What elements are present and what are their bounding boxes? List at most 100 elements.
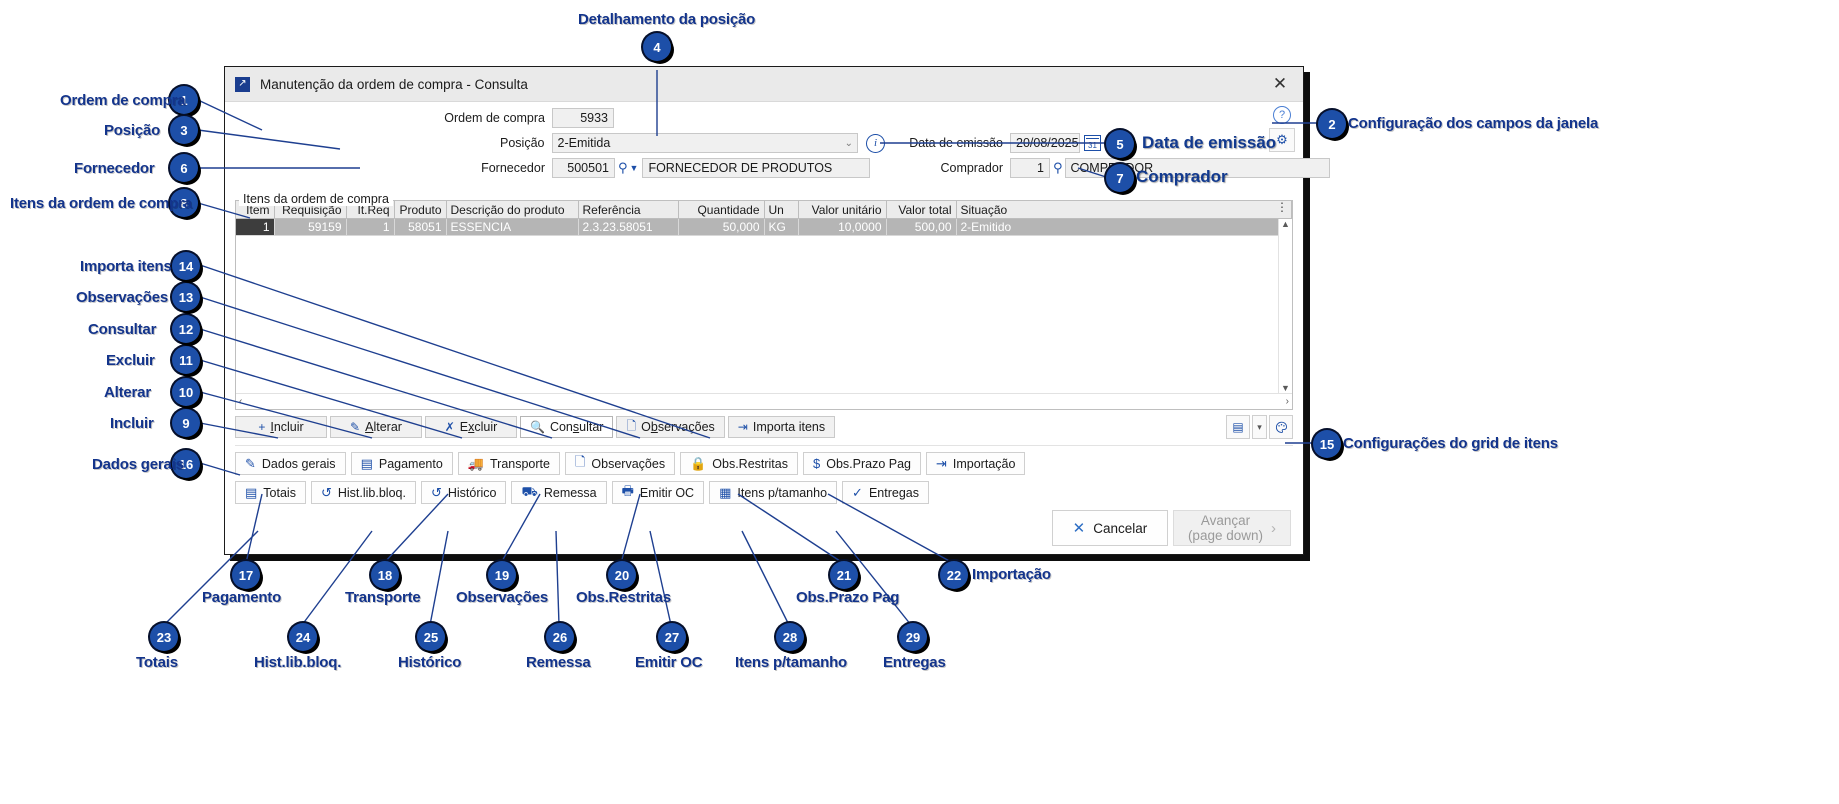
annotation-badge-17[interactable]: 17 bbox=[232, 561, 260, 589]
annotation-badge-28[interactable]: 28 bbox=[776, 623, 804, 651]
annotation-badge-13[interactable]: 13 bbox=[172, 283, 200, 311]
close-icon[interactable]: ✕ bbox=[1272, 74, 1288, 93]
column-header-9[interactable]: Valor total bbox=[886, 201, 957, 219]
annotation-badge-8[interactable]: 8 bbox=[170, 189, 198, 217]
grid-layout-caret-icon[interactable]: ▾ bbox=[1252, 415, 1267, 439]
toolbar-button-excluir[interactable]: ✗Excluir bbox=[425, 416, 517, 438]
annotation-badge-11[interactable]: 11 bbox=[172, 346, 200, 374]
grid-palette-icon[interactable] bbox=[1269, 415, 1293, 439]
tab-label: Importação bbox=[952, 456, 1016, 471]
scroll-down-icon[interactable]: ▼ bbox=[1281, 383, 1290, 393]
toolbar-divider bbox=[235, 445, 1293, 446]
annotation-badge-18[interactable]: 18 bbox=[371, 561, 399, 589]
toolbar-button-importa-itens[interactable]: ⇥Importa itens bbox=[727, 416, 836, 438]
annotation-badge-27[interactable]: 27 bbox=[658, 623, 686, 651]
column-header-5[interactable]: Referência bbox=[578, 201, 679, 219]
cancel-button[interactable]: ✕ Cancelar bbox=[1051, 510, 1168, 546]
annotation-badge-5[interactable]: 5 bbox=[1106, 130, 1134, 158]
annotation-badge-23[interactable]: 23 bbox=[150, 623, 178, 651]
search-icon[interactable]: ⚲ bbox=[1053, 160, 1063, 175]
data-emissao-field[interactable]: 20/08/2025 bbox=[1010, 133, 1080, 153]
annotation-badge-16[interactable]: 16 bbox=[172, 450, 200, 478]
annotation-badge-4[interactable]: 4 bbox=[643, 33, 671, 61]
search-icon[interactable]: ⚲ bbox=[618, 160, 628, 175]
annotation-badge-6[interactable]: 6 bbox=[170, 154, 198, 182]
annotation-badge-7[interactable]: 7 bbox=[1106, 164, 1134, 192]
tab-label: Dados gerais bbox=[261, 456, 336, 471]
annotation-badge-19[interactable]: 19 bbox=[488, 561, 516, 589]
toolbar-button-consultar[interactable]: 🔍Consultar bbox=[520, 416, 614, 438]
info-icon[interactable]: i bbox=[866, 133, 885, 153]
annotation-badge-1[interactable]: 1 bbox=[170, 86, 198, 114]
grid-menu-icon[interactable]: ⋮ bbox=[1276, 200, 1288, 214]
tab-emitir-oc[interactable]: 🖶Emitir OC bbox=[611, 481, 705, 504]
scroll-right-icon[interactable]: › bbox=[1285, 396, 1289, 407]
toolbar-button-incluir[interactable]: +Incluir bbox=[235, 416, 327, 438]
annotation-badge-2[interactable]: 2 bbox=[1318, 110, 1346, 138]
grid-toolbar: +Incluir✎Alterar✗Excluir🔍Consultar🗋Obser… bbox=[225, 410, 1303, 439]
next-label-group: Avançar (page down) bbox=[1188, 513, 1263, 543]
gear-icon[interactable]: ⚙ bbox=[1269, 128, 1295, 152]
importa-itens-icon: ⇥ bbox=[737, 420, 748, 434]
column-header-4[interactable]: Descrição do produto bbox=[446, 201, 579, 219]
column-header-10[interactable]: Situação bbox=[956, 201, 1292, 219]
annotation-badge-3[interactable]: 3 bbox=[170, 116, 198, 144]
tab-obs-prazo-pag[interactable]: $Obs.Prazo Pag bbox=[802, 452, 921, 475]
annotation-badge-25[interactable]: 25 bbox=[417, 623, 445, 651]
tab-importa-o[interactable]: ⇥Importação bbox=[925, 452, 1026, 475]
annotation-badge-29[interactable]: 29 bbox=[899, 623, 927, 651]
fornecedor-code-field[interactable]: 500501 bbox=[552, 158, 615, 178]
annotation-badge-15[interactable]: 15 bbox=[1313, 430, 1341, 458]
column-header-3[interactable]: Produto bbox=[394, 201, 447, 219]
annotation-label-17: Pagamento bbox=[202, 589, 282, 606]
tab-totais[interactable]: ▤Totais bbox=[235, 481, 306, 504]
annotation-badge-20[interactable]: 20 bbox=[608, 561, 636, 589]
tab-dados-gerais[interactable]: ✎Dados gerais bbox=[235, 452, 346, 475]
calendar-icon[interactable]: 31 bbox=[1084, 135, 1101, 151]
grid-horizontal-scrollbar[interactable]: ‹ › bbox=[236, 393, 1292, 409]
tab-hist-rico[interactable]: ↺Histórico bbox=[420, 481, 507, 504]
scroll-up-icon[interactable]: ▲ bbox=[1281, 219, 1290, 229]
tab-label: Remessa bbox=[543, 485, 597, 500]
annotation-badge-22[interactable]: 22 bbox=[940, 561, 968, 589]
annotation-badge-12[interactable]: 12 bbox=[172, 315, 200, 343]
tab-entregas[interactable]: ✓Entregas bbox=[842, 481, 929, 504]
annotation-badge-9[interactable]: 9 bbox=[172, 409, 200, 437]
grid-layout-icon[interactable]: ▤ bbox=[1226, 415, 1250, 439]
annotation-badge-14[interactable]: 14 bbox=[172, 252, 200, 280]
annotation-badge-24[interactable]: 24 bbox=[289, 623, 317, 651]
tab-label: Transporte bbox=[489, 456, 550, 471]
next-label: Avançar bbox=[1200, 513, 1251, 528]
tab-itens-p-tamanho[interactable]: ▦Itens p/tamanho bbox=[709, 481, 838, 504]
chevron-down-icon: ⌄ bbox=[844, 137, 854, 149]
next-button[interactable]: Avançar (page down) › bbox=[1172, 510, 1291, 546]
tab-remessa[interactable]: ⛟Remessa bbox=[511, 481, 607, 504]
grid-vertical-scrollbar[interactable]: ▲ ▼ bbox=[1278, 219, 1292, 393]
toolbar-button-label: Observações bbox=[641, 420, 715, 434]
tab-obs-restritas[interactable]: 🔒Obs.Restritas bbox=[680, 452, 798, 475]
tab-observa-es[interactable]: 🗋Observações bbox=[564, 452, 676, 475]
annotation-label-28: Itens p/tamanho bbox=[735, 654, 848, 671]
chevron-down-icon[interactable]: ▼ bbox=[629, 163, 639, 173]
help-icon[interactable]: ? bbox=[1273, 106, 1291, 124]
cell-5: 2.3.23.58051 bbox=[578, 218, 679, 236]
toolbar-button-observa-es[interactable]: 🗋Observações bbox=[616, 416, 725, 438]
comprador-code-field[interactable]: 1 bbox=[1010, 158, 1050, 178]
scroll-left-icon[interactable]: ‹ bbox=[239, 396, 243, 407]
column-header-6[interactable]: Quantidade bbox=[678, 201, 765, 219]
column-header-8[interactable]: Valor unitário bbox=[798, 201, 887, 219]
annotation-badge-26[interactable]: 26 bbox=[546, 623, 574, 651]
tab-pagamento[interactable]: ▤Pagamento bbox=[350, 452, 453, 475]
posicao-select[interactable]: 2-Emitida ⌄ bbox=[551, 133, 859, 153]
column-header-7[interactable]: Un bbox=[764, 201, 799, 219]
cell-4: ESSENCIA bbox=[446, 218, 579, 236]
items-group-title: Itens da ordem de compra bbox=[239, 192, 393, 206]
tab-transporte[interactable]: 🚚Transporte bbox=[457, 452, 560, 475]
toolbar-button-alterar[interactable]: ✎Alterar bbox=[330, 416, 422, 438]
tab-hist-lib-bloq-[interactable]: ↺Hist.lib.bloq. bbox=[310, 481, 416, 504]
annotation-badge-10[interactable]: 10 bbox=[172, 378, 200, 406]
annotation-badge-21[interactable]: 21 bbox=[830, 561, 858, 589]
ordem-field[interactable]: 5933 bbox=[552, 108, 614, 128]
tab-row-primary: ✎Dados gerais▤Pagamento🚚Transporte🗋Obser… bbox=[225, 446, 1303, 475]
